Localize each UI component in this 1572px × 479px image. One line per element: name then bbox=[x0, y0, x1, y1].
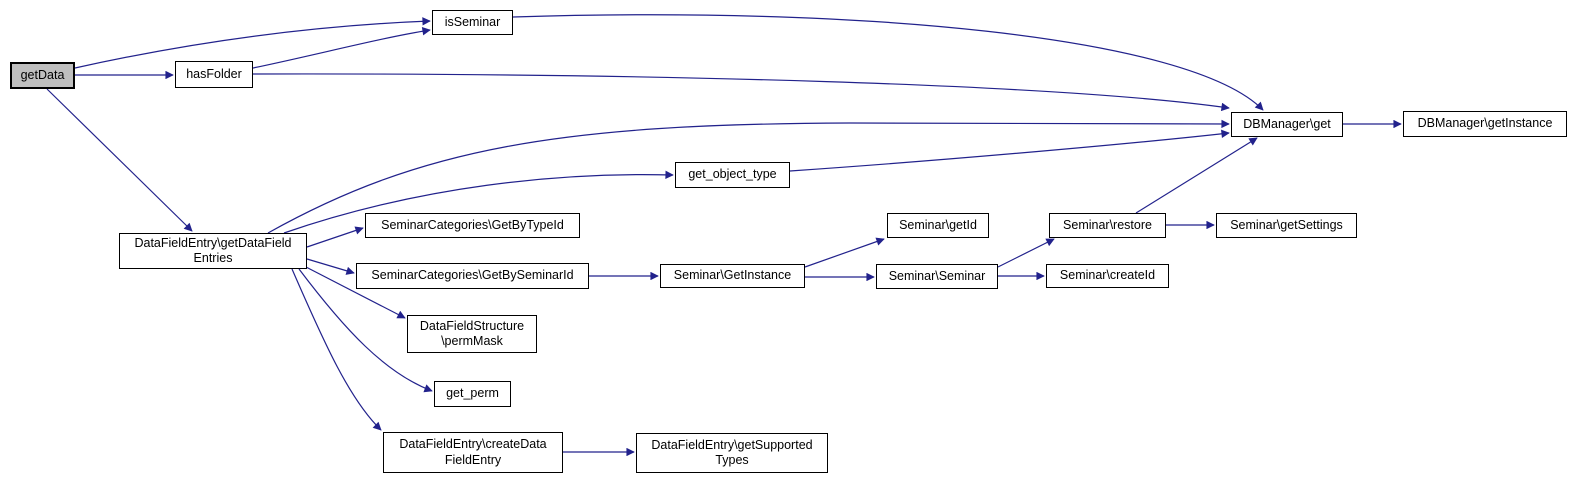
edge-hasFolder-isSeminar bbox=[252, 27, 431, 69]
edge-seminarSeminar-seminarRestore bbox=[997, 238, 1055, 268]
node-label: hasFolder bbox=[186, 66, 242, 81]
node-label: DataFieldEntry\getDataField Entries bbox=[134, 235, 292, 265]
node-get-data[interactable]: getData bbox=[10, 62, 75, 89]
node-label: SeminarCategories\GetBySeminarId bbox=[371, 268, 574, 283]
edge-getDataFieldEntries-getByTypeId bbox=[306, 226, 364, 248]
edge-seminarRestore-dbManagerGet bbox=[1135, 137, 1258, 214]
node-label: Seminar\getId bbox=[899, 217, 977, 232]
node-label: Seminar\createId bbox=[1059, 268, 1156, 283]
node-get-object-type[interactable]: get_object_type bbox=[675, 162, 790, 188]
node-label: isSeminar bbox=[444, 14, 501, 29]
node-seminarcategories-getbytypeid[interactable]: SeminarCategories\GetByTypeId bbox=[365, 213, 580, 238]
node-label: get_object_type bbox=[688, 167, 777, 182]
node-seminarcategories-getbyseminarid[interactable]: SeminarCategories\GetBySeminarId bbox=[356, 263, 589, 289]
node-dbmanager-get[interactable]: DBManager\get bbox=[1231, 112, 1343, 137]
node-has-folder[interactable]: hasFolder bbox=[175, 61, 253, 88]
edge-getDataFieldEntries-getBySeminarId bbox=[306, 258, 355, 275]
node-label: DataFieldEntry\getSupported Types bbox=[651, 437, 813, 467]
node-label: get_perm bbox=[446, 386, 499, 401]
node-label: SeminarCategories\GetByTypeId bbox=[381, 217, 564, 232]
node-seminar-getid[interactable]: Seminar\getId bbox=[887, 213, 989, 238]
node-label: Seminar\Seminar bbox=[888, 268, 986, 283]
node-datafieldentry-createdatafieldentry[interactable]: DataFieldEntry\createData FieldEntry bbox=[383, 432, 563, 473]
node-seminar-seminar[interactable]: Seminar\Seminar bbox=[876, 264, 998, 289]
edge-getData-getDataFieldEntries bbox=[46, 88, 193, 232]
node-label: Seminar\restore bbox=[1063, 217, 1152, 232]
edge-isSeminar-dbManagerGet bbox=[512, 14, 1264, 111]
edge-hasFolder-dbManagerGet bbox=[252, 73, 1230, 112]
edge-seminarGetInstance-seminarGetId bbox=[804, 237, 885, 268]
node-is-seminar[interactable]: isSeminar bbox=[432, 10, 513, 35]
node-dbmanager-getinstance[interactable]: DBManager\getInstance bbox=[1403, 111, 1567, 137]
node-label: DataFieldStructure \permMask bbox=[419, 318, 525, 348]
node-seminar-restore[interactable]: Seminar\restore bbox=[1049, 213, 1166, 238]
node-label: DBManager\getInstance bbox=[1417, 116, 1553, 131]
edge-getObjectType-dbManagerGet bbox=[789, 129, 1230, 172]
node-datafieldstructure-permmask[interactable]: DataFieldStructure \permMask bbox=[407, 315, 537, 353]
node-datafieldentry-getsupportedtypes[interactable]: DataFieldEntry\getSupported Types bbox=[636, 433, 828, 473]
node-get-perm[interactable]: get_perm bbox=[434, 381, 511, 407]
node-seminar-getinstance[interactable]: Seminar\GetInstance bbox=[660, 264, 805, 288]
node-seminar-createid[interactable]: Seminar\createId bbox=[1046, 264, 1169, 288]
node-label: getData bbox=[20, 67, 65, 82]
node-label: DataFieldEntry\createData FieldEntry bbox=[399, 437, 547, 467]
node-label: Seminar\getSettings bbox=[1230, 217, 1343, 232]
node-datafieldentry-getdatafieldentries[interactable]: DataFieldEntry\getDataField Entries bbox=[119, 233, 307, 269]
node-label: Seminar\GetInstance bbox=[673, 268, 792, 283]
edge-getDataFieldEntries-createDataFieldEntry bbox=[291, 268, 382, 431]
node-label: DBManager\get bbox=[1243, 116, 1331, 131]
node-seminar-getsettings[interactable]: Seminar\getSettings bbox=[1216, 213, 1357, 238]
